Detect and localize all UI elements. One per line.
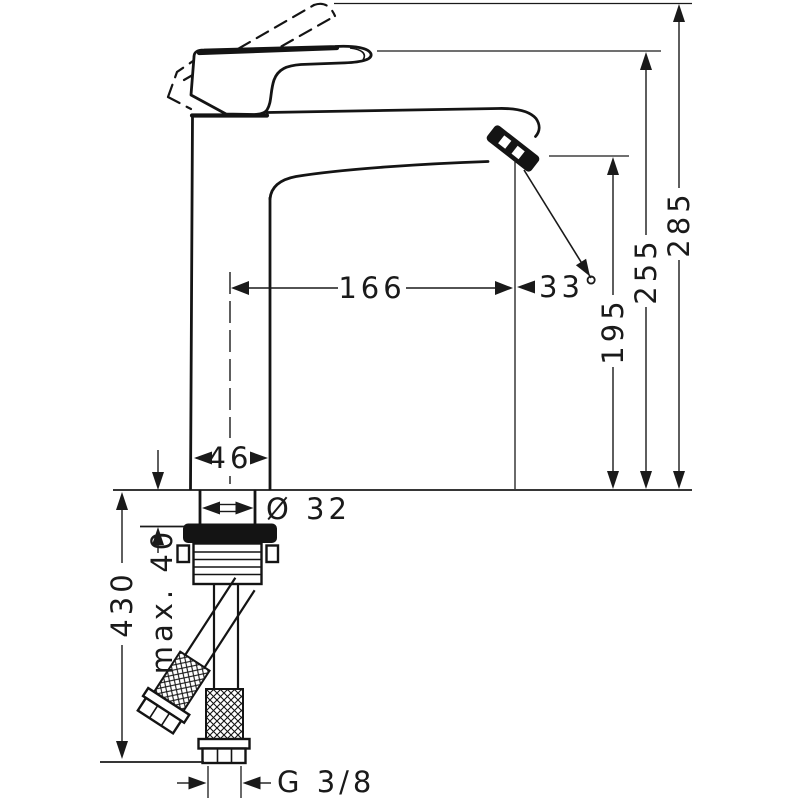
dim-label-max-thickness: max. 40 [145, 528, 179, 675]
dim-spray-angle: 33° [517, 169, 602, 304]
dim-label-thread-size: G 3/8 [277, 765, 375, 799]
spout [265, 107, 541, 201]
dim-max-thickness: max. 40 [140, 450, 184, 674]
dim-total-height: 285 [662, 4, 696, 489]
dim-label-lever-height: 255 [629, 237, 663, 304]
dim-label-spout-reach: 166 [338, 271, 405, 305]
dim-thread-size: G 3/8 [177, 765, 375, 799]
dim-hose-length: 430 [100, 492, 204, 763]
supply-hose-vertical [197, 584, 251, 765]
dim-spout-height: 195 [596, 157, 630, 489]
supply-hose-diagonal [136, 577, 256, 736]
dim-label-shank-diameter: Ø 32 [266, 492, 351, 526]
dim-base-width: 46 [194, 441, 268, 475]
dim-shank-diameter: Ø 32 [202, 492, 351, 526]
dim-label-spray-angle: 33° [539, 270, 602, 304]
mounting-nut [176, 523, 280, 586]
handle-lever [189, 44, 373, 116]
dim-spout-reach: 166 [229, 159, 516, 489]
dim-label-spout-height: 195 [596, 297, 630, 364]
aerator-outlet [486, 125, 540, 172]
dim-label-base-width: 46 [208, 441, 253, 475]
dim-lever-height: 255 [629, 52, 663, 489]
dim-label-total-height: 285 [662, 190, 696, 257]
dim-label-hose-length: 430 [105, 570, 139, 637]
mounting-shank [198, 489, 257, 525]
